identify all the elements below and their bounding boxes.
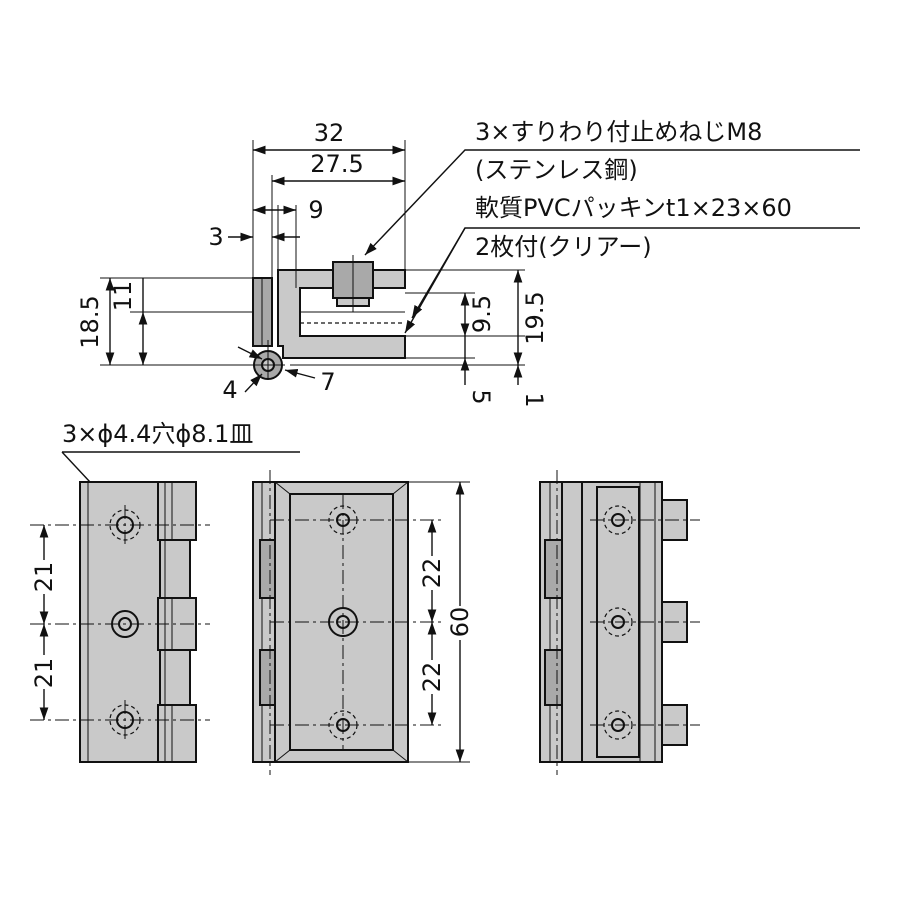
dim-9-5: 9.5 bbox=[468, 295, 496, 333]
dim-27-5: 27.5 bbox=[310, 150, 363, 178]
note-holes: 3×ϕ4.4穴ϕ8.1皿 bbox=[62, 420, 253, 448]
dim-32: 32 bbox=[314, 119, 345, 147]
note-set-screw: 3×すりわり付止めねじM8 bbox=[475, 118, 762, 146]
front-view-clamp: 22 22 60 bbox=[252, 470, 474, 775]
left-dimensions-top: 18.5 11 bbox=[76, 277, 253, 366]
note-packing-qty: 2枚付(クリアー) bbox=[475, 233, 652, 261]
dim-11: 11 bbox=[109, 281, 137, 312]
dim-18-5: 18.5 bbox=[76, 295, 104, 348]
dim-19-5: 19.5 bbox=[521, 291, 549, 344]
dim-22-a: 22 bbox=[418, 558, 446, 589]
note-packing: 軟質PVCパッキンt1×23×60 bbox=[475, 194, 792, 222]
pivot-dimensions: 4 7 bbox=[222, 346, 336, 404]
note-material: (ステンレス鋼) bbox=[475, 156, 638, 184]
top-dimensions: 32 27.5 9 3 bbox=[208, 119, 406, 288]
callout-leaders bbox=[364, 149, 860, 334]
dim-1: 1 bbox=[520, 392, 548, 407]
right-dimensions-top: 9.5 5 19.5 1 bbox=[290, 269, 549, 408]
dim-7: 7 bbox=[320, 368, 335, 396]
dim-9: 9 bbox=[308, 196, 323, 224]
dim-5: 5 bbox=[467, 389, 495, 404]
dim-21-b: 21 bbox=[30, 658, 58, 689]
dim-4: 4 bbox=[222, 376, 237, 404]
dim-3: 3 bbox=[208, 223, 223, 251]
side-profile-view bbox=[250, 255, 406, 380]
dim-60: 60 bbox=[446, 607, 474, 638]
dim-22-b: 22 bbox=[418, 662, 446, 693]
dim-21-a: 21 bbox=[30, 562, 58, 593]
side-view-screws bbox=[539, 470, 700, 775]
front-view-leaf: 3×ϕ4.4穴ϕ8.1皿 21 21 bbox=[30, 420, 300, 763]
